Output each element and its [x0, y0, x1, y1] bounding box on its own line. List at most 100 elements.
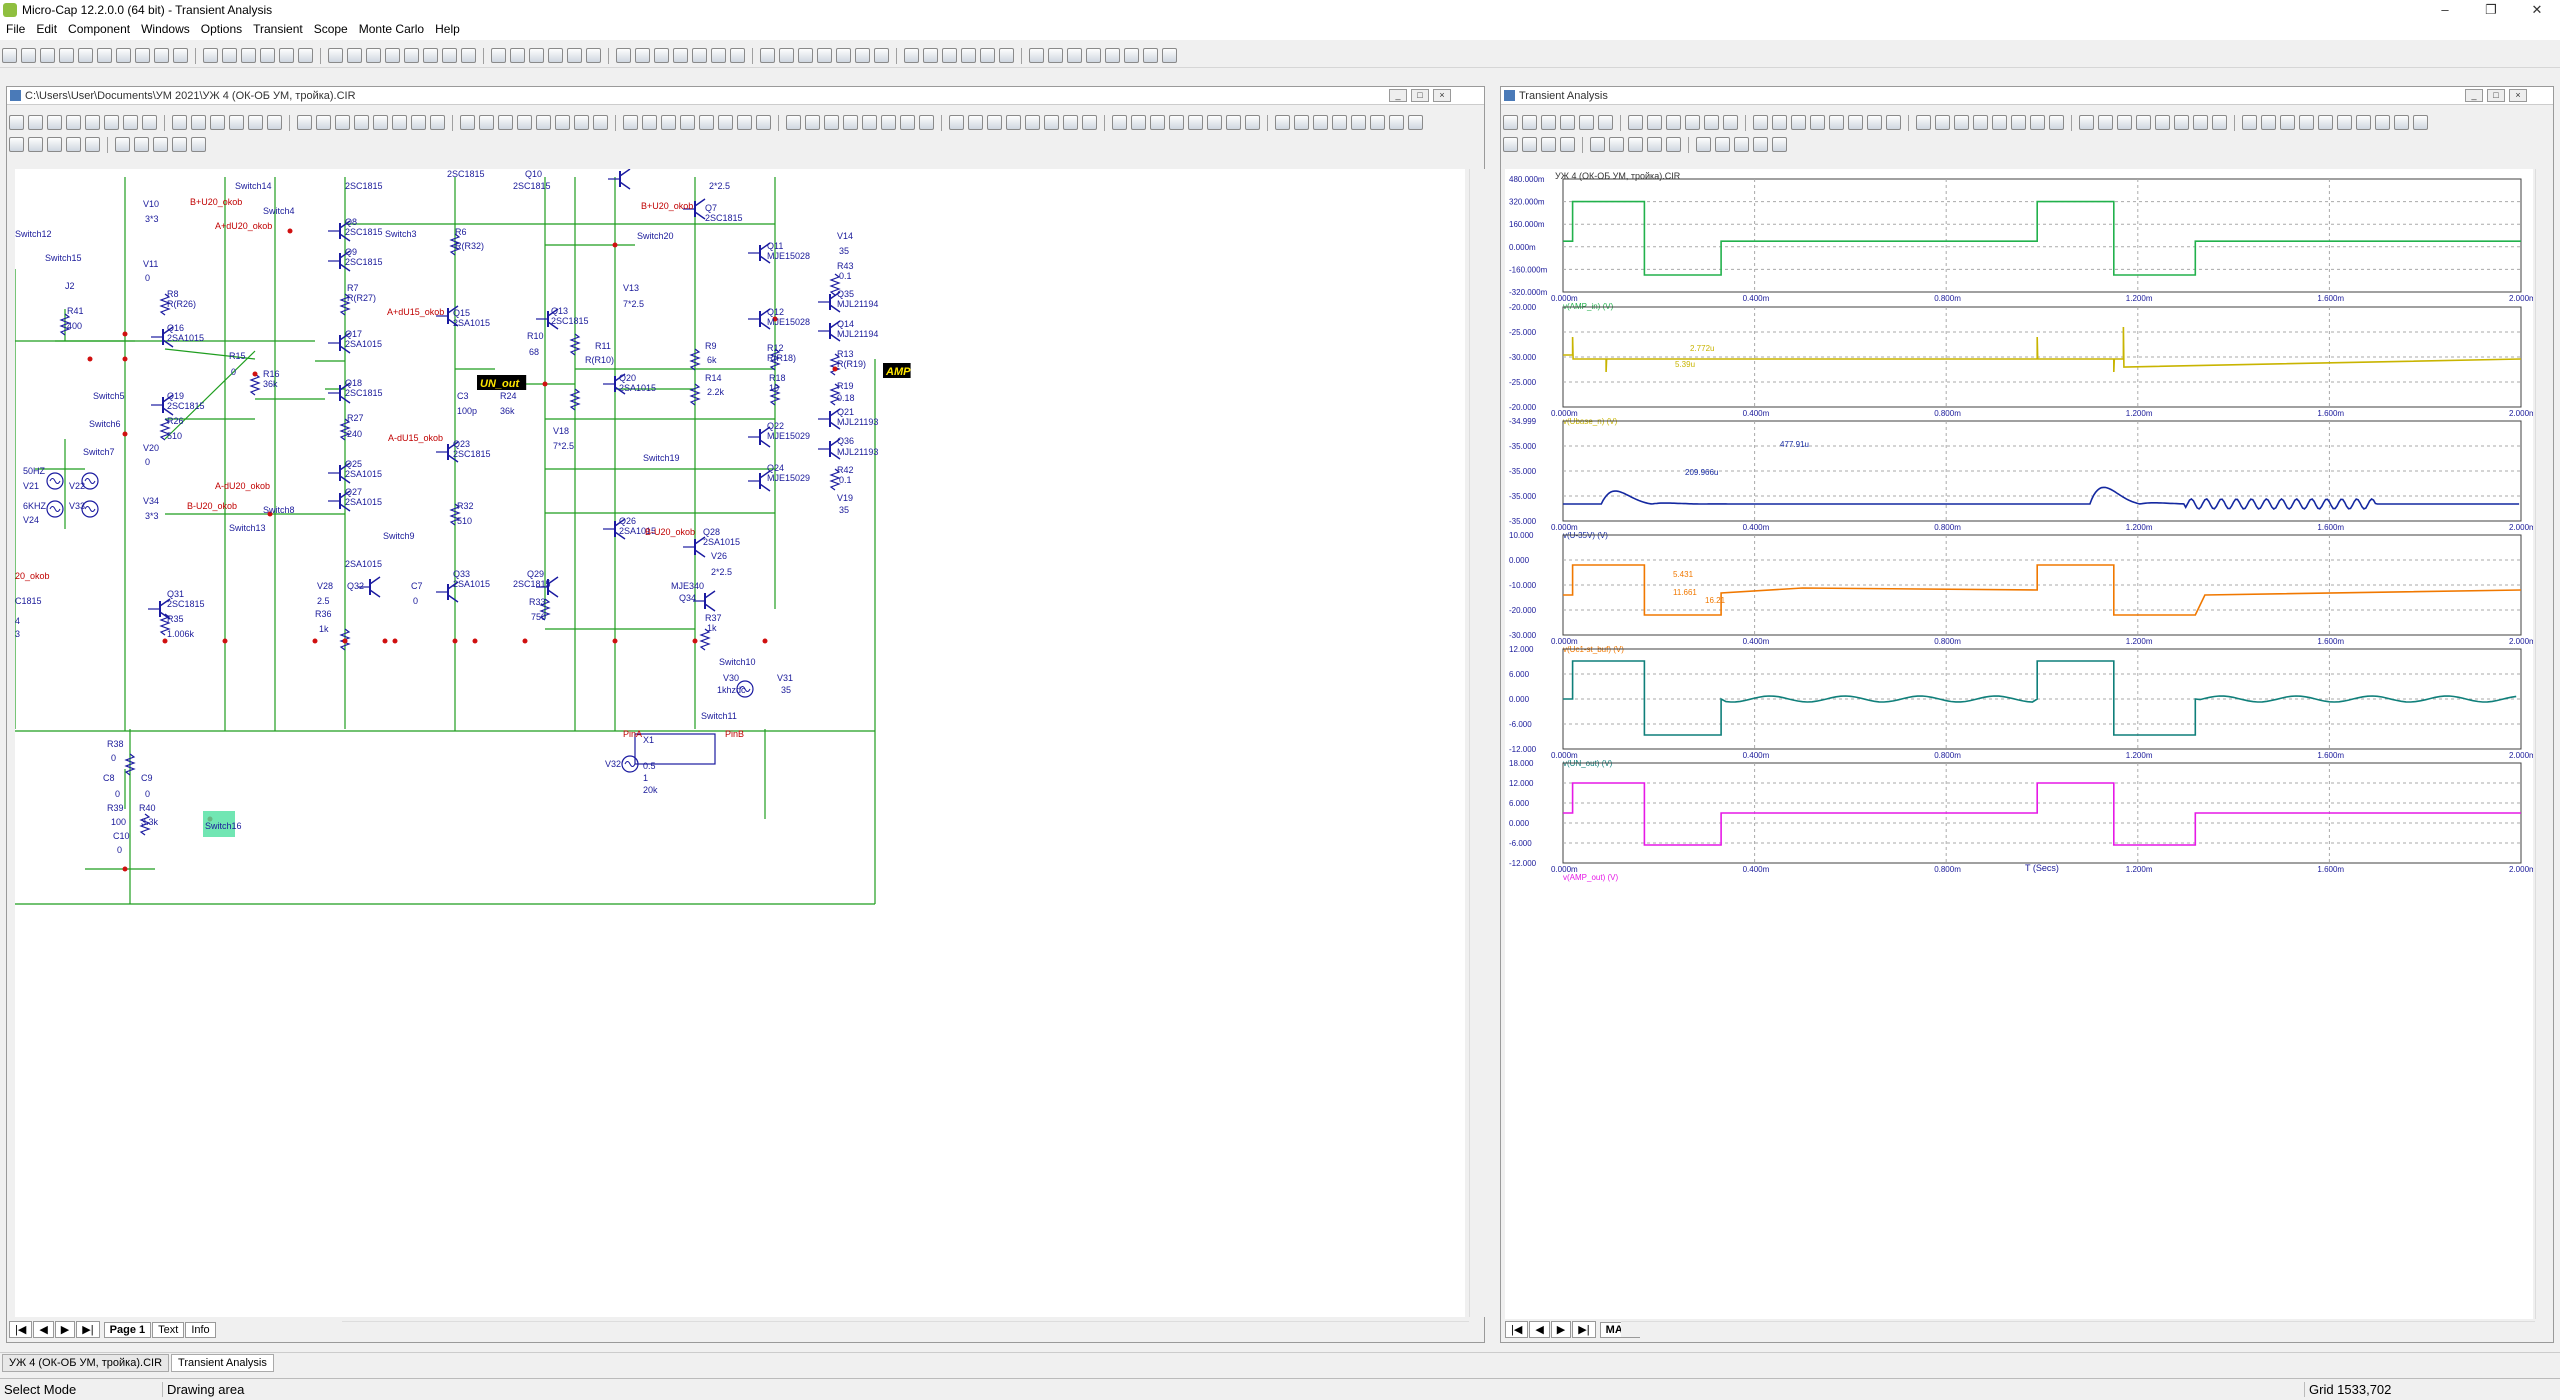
- menu-help[interactable]: Help: [435, 22, 460, 36]
- toolbar-tool-icon[interactable]: [642, 115, 657, 130]
- menu-scope[interactable]: Scope: [313, 22, 348, 36]
- toolbar-tool-icon[interactable]: [153, 137, 168, 152]
- toolbar-tool-icon[interactable]: [805, 115, 820, 130]
- toolbar-tool-icon[interactable]: [2117, 115, 2132, 130]
- toolbar-tool-icon[interactable]: [66, 115, 81, 130]
- toolbar-tool-icon[interactable]: [2242, 115, 2257, 130]
- toolbar-tool-icon[interactable]: [1025, 115, 1040, 130]
- toolbar-tool-icon[interactable]: [1723, 115, 1738, 130]
- nav-prev-icon[interactable]: ◀: [1529, 1321, 1550, 1338]
- toolbar-tool-icon[interactable]: [1772, 137, 1787, 152]
- toolbar-tool-icon[interactable]: [354, 115, 369, 130]
- toolbar-tool-icon[interactable]: [1685, 115, 1700, 130]
- toolbar-tool-icon[interactable]: [786, 115, 801, 130]
- toolbar-tool-icon[interactable]: [999, 48, 1014, 63]
- toolbar-tool-icon[interactable]: [661, 115, 676, 130]
- toolbar-tool-icon[interactable]: [2011, 115, 2026, 130]
- toolbar-tool-icon[interactable]: [1753, 115, 1768, 130]
- toolbar-tool-icon[interactable]: [1886, 115, 1901, 130]
- toolbar-tool-icon[interactable]: [567, 48, 582, 63]
- toolbar-tool-icon[interactable]: [961, 48, 976, 63]
- toolbar-tool-icon[interactable]: [172, 115, 187, 130]
- toolbar-tool-icon[interactable]: [737, 115, 752, 130]
- toolbar-tool-icon[interactable]: [491, 48, 506, 63]
- toolbar-tool-icon[interactable]: [248, 115, 263, 130]
- toolbar-tool-icon[interactable]: [366, 48, 381, 63]
- toolbar-tool-icon[interactable]: [1503, 115, 1518, 130]
- toolbar-tool-icon[interactable]: [510, 48, 525, 63]
- toolbar-tool-icon[interactable]: [529, 48, 544, 63]
- toolbar-tool-icon[interactable]: [548, 48, 563, 63]
- toolbar-tool-icon[interactable]: [59, 48, 74, 63]
- toolbar-tool-icon[interactable]: [1124, 48, 1139, 63]
- menu-file[interactable]: File: [6, 22, 26, 36]
- tab-text[interactable]: Text: [152, 1322, 185, 1338]
- toolbar-tool-icon[interactable]: [1029, 48, 1044, 63]
- toolbar-tool-icon[interactable]: [881, 115, 896, 130]
- toolbar-tool-icon[interactable]: [2413, 115, 2428, 130]
- toolbar-tool-icon[interactable]: [824, 115, 839, 130]
- toolbar-tool-icon[interactable]: [172, 137, 187, 152]
- toolbar-tool-icon[interactable]: [9, 115, 24, 130]
- toolbar-tool-icon[interactable]: [2049, 115, 2064, 130]
- menu-component[interactable]: Component: [68, 22, 131, 36]
- toolbar-tool-icon[interactable]: [260, 48, 275, 63]
- toolbar-tool-icon[interactable]: [116, 48, 131, 63]
- toolbar-tool-icon[interactable]: [1131, 115, 1146, 130]
- nav-first-icon[interactable]: |◀: [9, 1321, 33, 1338]
- toolbar-tool-icon[interactable]: [2079, 115, 2094, 130]
- toolbar-tool-icon[interactable]: [862, 115, 877, 130]
- toolbar-tool-icon[interactable]: [1772, 115, 1787, 130]
- toolbar-tool-icon[interactable]: [461, 48, 476, 63]
- toolbar-tool-icon[interactable]: [968, 115, 983, 130]
- toolbar-tool-icon[interactable]: [779, 48, 794, 63]
- toolbar-tool-icon[interactable]: [1598, 115, 1613, 130]
- analysis-horizontal-scrollbar[interactable]: [1621, 1321, 2535, 1337]
- toolbar-tool-icon[interactable]: [47, 137, 62, 152]
- toolbar-tool-icon[interactable]: [78, 48, 93, 63]
- toolbar-tool-icon[interactable]: [2337, 115, 2352, 130]
- nav-next-icon[interactable]: ▶: [1550, 1321, 1572, 1338]
- toolbar-tool-icon[interactable]: [1628, 137, 1643, 152]
- toolbar-tool-icon[interactable]: [1579, 115, 1594, 130]
- toolbar-tool-icon[interactable]: [9, 137, 24, 152]
- toolbar-tool-icon[interactable]: [756, 115, 771, 130]
- toolbar-tool-icon[interactable]: [2212, 115, 2227, 130]
- tab-info[interactable]: Info: [185, 1322, 216, 1338]
- toolbar-tool-icon[interactable]: [297, 115, 312, 130]
- toolbar-tool-icon[interactable]: [1503, 137, 1518, 152]
- toolbar-tool-icon[interactable]: [1704, 115, 1719, 130]
- toolbar-tool-icon[interactable]: [1082, 115, 1097, 130]
- toolbar-tool-icon[interactable]: [241, 48, 256, 63]
- toolbar-tool-icon[interactable]: [1408, 115, 1423, 130]
- toolbar-tool-icon[interactable]: [836, 48, 851, 63]
- toolbar-tool-icon[interactable]: [2318, 115, 2333, 130]
- toolbar-tool-icon[interactable]: [210, 115, 225, 130]
- toolbar-tool-icon[interactable]: [760, 48, 775, 63]
- toolbar-tool-icon[interactable]: [1734, 137, 1749, 152]
- toolbar-tool-icon[interactable]: [923, 48, 938, 63]
- toolbar-tool-icon[interactable]: [385, 48, 400, 63]
- toolbar-tool-icon[interactable]: [919, 115, 934, 130]
- toolbar-tool-icon[interactable]: [134, 137, 149, 152]
- toolbar-tool-icon[interactable]: [135, 48, 150, 63]
- toolbar-tool-icon[interactable]: [1370, 115, 1385, 130]
- toolbar-tool-icon[interactable]: [942, 48, 957, 63]
- toolbar-tool-icon[interactable]: [2098, 115, 2113, 130]
- toolbar-tool-icon[interactable]: [97, 48, 112, 63]
- toolbar-tool-icon[interactable]: [1696, 137, 1711, 152]
- toolbar-tool-icon[interactable]: [1647, 137, 1662, 152]
- toolbar-tool-icon[interactable]: [47, 115, 62, 130]
- toolbar-tool-icon[interactable]: [104, 115, 119, 130]
- toolbar-tool-icon[interactable]: [536, 115, 551, 130]
- toolbar-tool-icon[interactable]: [1715, 137, 1730, 152]
- toolbar-tool-icon[interactable]: [2280, 115, 2295, 130]
- analysis-minimize-button[interactable]: _: [2465, 89, 2483, 102]
- toolbar-tool-icon[interactable]: [2299, 115, 2314, 130]
- toolbar-tool-icon[interactable]: [2, 48, 17, 63]
- toolbar-tool-icon[interactable]: [373, 115, 388, 130]
- toolbar-tool-icon[interactable]: [66, 137, 81, 152]
- toolbar-tool-icon[interactable]: [1063, 115, 1078, 130]
